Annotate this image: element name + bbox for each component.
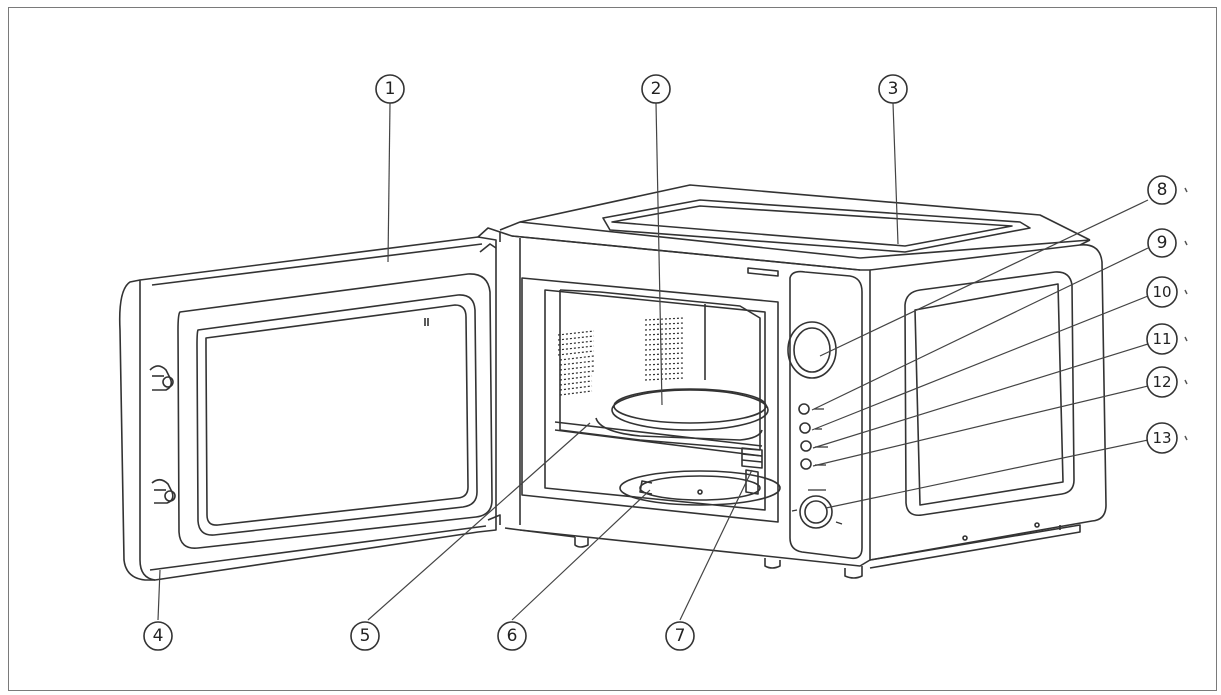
turntable-shaft: [741, 447, 763, 495]
roller-ring: [619, 470, 781, 506]
callout-3: 3: [878, 74, 908, 104]
svg-text:6: 6: [507, 626, 518, 646]
microwave-door: [118, 227, 501, 581]
callout-13: 13: [1146, 422, 1178, 454]
callout-10: 10: [1146, 276, 1178, 308]
callout-7: 7: [665, 621, 695, 651]
svg-text:1: 1: [385, 79, 396, 99]
glass-tray: [611, 388, 769, 431]
svg-text:7: 7: [675, 626, 686, 646]
door-latch-bottom: [151, 478, 176, 504]
cavity-vent-back: [644, 317, 685, 381]
function-buttons: [798, 403, 828, 470]
callout-6: 6: [497, 621, 527, 651]
callout-5: 5: [350, 621, 380, 651]
foot-mid: [764, 558, 781, 569]
control-panel: [787, 270, 863, 560]
svg-text:9: 9: [1157, 233, 1168, 253]
callout-8: 8: [1147, 175, 1177, 205]
svg-text:3: 3: [888, 79, 899, 99]
svg-text:11: 11: [1152, 330, 1171, 348]
callout-4: 4: [143, 621, 173, 651]
callout-2: 2: [641, 74, 671, 104]
door-latch-top: [149, 365, 174, 391]
callout-9: 9: [1147, 228, 1177, 258]
top-plate: [602, 199, 1031, 253]
microwave-cabinet: [499, 184, 1107, 579]
callout-ticks: [1184, 187, 1188, 441]
callout-1: 1: [375, 74, 405, 104]
svg-text:4: 4: [153, 626, 164, 646]
svg-text:2: 2: [651, 79, 662, 99]
foot-left: [519, 529, 589, 548]
svg-text:12: 12: [1152, 373, 1171, 391]
svg-text:13: 13: [1152, 429, 1171, 447]
callout-11: 11: [1146, 323, 1178, 355]
foot-right: [844, 566, 863, 579]
svg-text:8: 8: [1157, 180, 1168, 200]
svg-text:5: 5: [360, 626, 371, 646]
timer-dial: [787, 321, 837, 379]
svg-text:10: 10: [1152, 283, 1171, 301]
leader-lines: [157, 102, 1149, 621]
oven-cavity: [521, 277, 781, 523]
cavity-vent-left: [557, 330, 595, 396]
diagram-frame: [8, 7, 1217, 691]
power-knob: [791, 489, 843, 529]
callout-12: 12: [1146, 366, 1178, 398]
